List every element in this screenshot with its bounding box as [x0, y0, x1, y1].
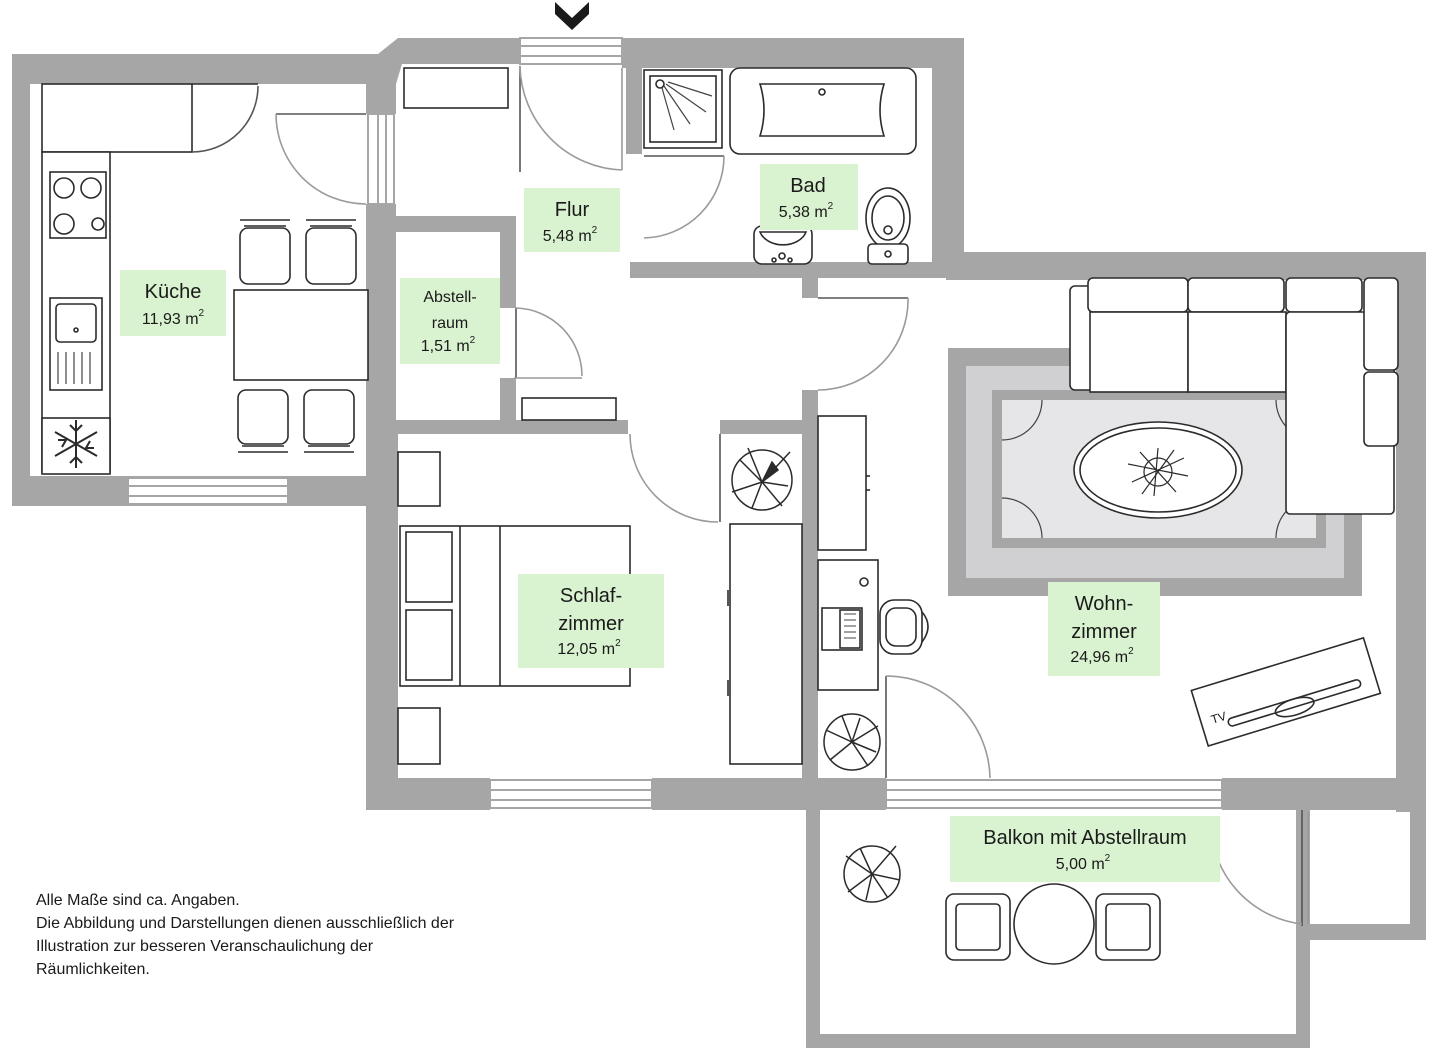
plant-icon [823, 713, 881, 771]
room-area: 24,96 m [1070, 649, 1128, 666]
unit-superscript: 2 [1105, 853, 1111, 864]
room-name-line2: raum [432, 315, 468, 332]
room-name-line1: Wohn- [1075, 593, 1134, 615]
hall-furniture [403, 67, 617, 421]
walls [12, 38, 1426, 1048]
svg-text:5,48 m2: 5,48 m2 [543, 225, 598, 245]
room-name: Balkon mit Abstellraum [983, 827, 1186, 849]
svg-text:1,51 m2: 1,51 m2 [421, 335, 476, 355]
living-room-furniture [817, 277, 1399, 747]
room-name-line1: Abstell- [423, 289, 476, 306]
disclaimer-line: Die Abbildung und Darstellungen dienen a… [36, 915, 455, 932]
snowflake-icon [54, 420, 98, 468]
disclaimer-line: Räumlichkeiten. [36, 961, 150, 978]
room-label-kueche: Küche 11,93 m2 [120, 270, 226, 336]
disclaimer: Alle Maße sind ca. Angaben. Die Abbildun… [36, 889, 576, 981]
unit-superscript: 2 [1128, 646, 1134, 657]
disclaimer-line: Illustration zur besseren Veranschaulich… [36, 938, 374, 955]
svg-text:24,96 m2: 24,96 m2 [1070, 646, 1134, 666]
room-label-abstellraum: Abstell- raum 1,51 m2 [400, 278, 500, 364]
room-area: 5,00 m [1056, 856, 1105, 873]
room-label-schlafzimmer: Schlaf- zimmer 12,05 m2 [518, 574, 664, 668]
room-label-bad: Bad 5,38 m2 [760, 164, 858, 230]
unit-superscript: 2 [828, 201, 834, 212]
dining-set [233, 219, 369, 453]
room-area: 5,38 m [779, 204, 828, 221]
svg-text:11,93 m2: 11,93 m2 [142, 308, 205, 328]
room-area: 5,48 m [543, 228, 592, 245]
room-area: 12,05 m [557, 641, 615, 658]
room-name-line2: zimmer [1071, 621, 1137, 643]
unit-superscript: 2 [592, 225, 598, 236]
room-name-line2: zimmer [558, 613, 624, 635]
room-area: 1,51 m [421, 338, 470, 355]
plant-icon [731, 447, 793, 511]
disclaimer-line: Alle Maße sind ca. Angaben. [36, 892, 240, 909]
room-label-wohnzimmer: Wohn- zimmer 24,96 m2 [1048, 582, 1160, 676]
unit-superscript: 2 [615, 638, 621, 649]
room-name-line1: Schlaf- [560, 585, 622, 607]
room-name: Küche [145, 281, 202, 303]
room-name: Bad [790, 175, 826, 197]
room-label-flur: Flur 5,48 m2 [524, 188, 620, 252]
plant-icon [843, 845, 901, 903]
balcony-furniture [945, 883, 1161, 965]
kitchen-furniture [41, 83, 259, 475]
bathroom-fixtures [643, 67, 917, 265]
svg-text:5,38 m2: 5,38 m2 [779, 201, 834, 221]
unit-superscript: 2 [199, 308, 205, 319]
unit-superscript: 2 [470, 335, 476, 346]
doors [275, 65, 1309, 926]
room-name: Flur [555, 199, 590, 221]
chevron-down-icon [555, 2, 589, 30]
room-area: 11,93 m [142, 311, 199, 328]
windows [127, 37, 1223, 809]
svg-text:5,00 m2: 5,00 m2 [1056, 853, 1111, 873]
svg-text:12,05 m2: 12,05 m2 [557, 638, 621, 658]
tv-label: TV [1209, 709, 1228, 727]
room-label-balkon: Balkon mit Abstellraum 5,00 m2 [950, 816, 1220, 882]
